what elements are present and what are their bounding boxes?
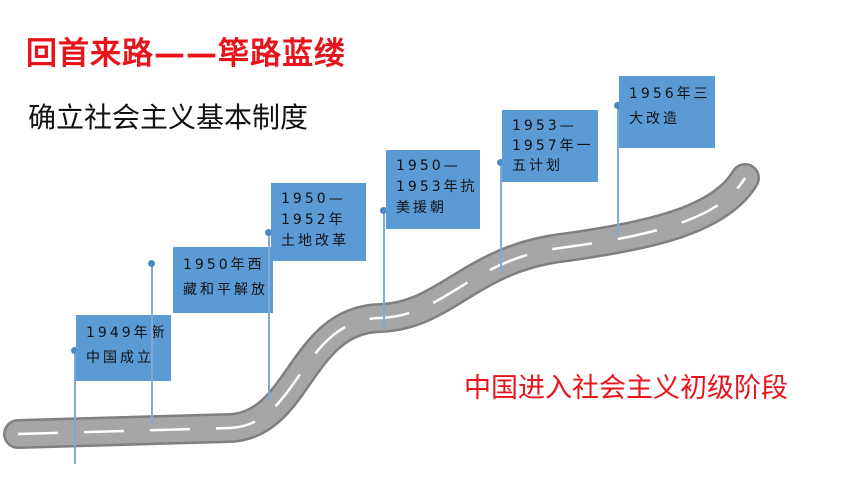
milestone-text: 五计划: [512, 158, 563, 174]
flag-pole: [74, 350, 76, 464]
pole-dot: [148, 260, 155, 267]
milestone-flag-1949: 1949年新 中国成立: [76, 315, 171, 381]
flag-pole: [617, 106, 619, 236]
milestone-text: 1953年抗: [396, 179, 478, 195]
conclusion-text: 中国进入社会主义初级阶段: [464, 373, 788, 404]
pole-dot: [265, 229, 272, 236]
milestone-text: 美援朝: [396, 200, 447, 216]
milestone-text: 1950年西: [183, 257, 265, 273]
milestone-text: 1950—: [281, 191, 346, 207]
pole-dot: [497, 159, 504, 166]
slide-subtitle: 确立社会主义基本制度: [28, 101, 309, 134]
flag-pole: [383, 211, 385, 331]
milestone-flag-tibet: 1950年西 藏和平解放: [173, 247, 273, 313]
flag-pole: [151, 264, 153, 424]
milestone-flag-socialist-transformation: 1956年三 大改造: [619, 76, 715, 148]
milestone-text: 1952年: [281, 212, 346, 228]
pole-dot: [71, 347, 78, 354]
milestone-text: 土地改革: [281, 233, 349, 249]
flag-pole: [268, 232, 270, 400]
milestone-text: 藏和平解放: [183, 282, 268, 298]
flag-pole: [500, 163, 502, 273]
milestone-text: 1949年新: [86, 325, 168, 341]
milestone-text: 1953—: [512, 118, 577, 134]
milestone-flag-land-reform: 1950— 1952年 土地改革: [271, 183, 366, 261]
milestone-flag-korea: 1950— 1953年抗 美援朝: [386, 150, 480, 229]
milestone-flag-five-year-plan: 1953— 1957年一 五计划: [502, 110, 598, 182]
milestone-text: 大改造: [629, 111, 680, 127]
pole-dot: [380, 207, 387, 214]
pole-dot: [614, 102, 621, 109]
slide-title: 回首来路——筚路蓝缕: [26, 36, 346, 72]
milestone-text: 中国成立: [86, 350, 154, 366]
milestone-text: 1956年三: [629, 86, 711, 102]
milestone-text: 1950—: [396, 158, 461, 174]
milestone-text: 1957年一: [512, 138, 594, 154]
